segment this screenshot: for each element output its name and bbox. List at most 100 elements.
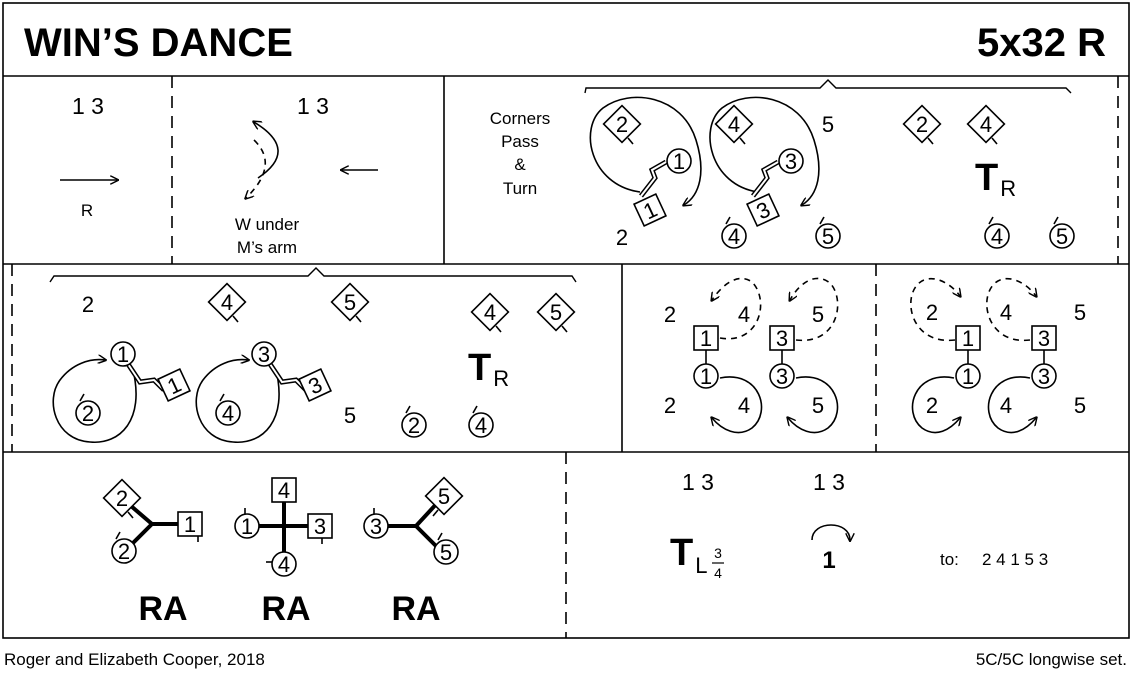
svg-text:2: 2 — [116, 486, 128, 511]
dancer-number: 4 — [1000, 300, 1012, 325]
formation-label: RA — [138, 590, 187, 628]
man-circle: 3 — [363, 508, 389, 539]
svg-text:4: 4 — [980, 112, 992, 137]
hand-connector — [125, 362, 166, 392]
dancer-number: 2 — [926, 393, 938, 418]
woman-square: 3 — [307, 513, 333, 544]
caption-line: Turn — [503, 179, 537, 198]
dance-title: WIN’S DANCE — [24, 21, 293, 65]
dancer-number: 4 — [738, 393, 750, 418]
svg-text:1: 1 — [700, 364, 712, 389]
woman-diamond: 4 — [470, 292, 510, 333]
final-order: 2 4 1 5 3 — [982, 550, 1048, 569]
dance-diagram: WIN’S DANCE 5x32 R 1 3 R 1 3 W under M’s… — [2, 2, 1130, 639]
woman-diamond: 4 — [207, 282, 247, 323]
man-circle: 3 — [778, 148, 804, 174]
bar3-cell: 2 4 5 4 5 1 — [49, 267, 577, 443]
direction-label: R — [81, 201, 93, 220]
svg-text:4: 4 — [278, 478, 290, 503]
man-circle: 1 — [110, 341, 136, 367]
phrase-brace — [584, 79, 1072, 94]
dancer-number: 2 — [616, 225, 628, 250]
hand-connector — [640, 161, 667, 197]
dashed-arrow-icon — [986, 278, 1036, 341]
svg-text:1: 1 — [241, 514, 253, 539]
svg-text:2: 2 — [118, 539, 130, 564]
svg-text:4: 4 — [221, 290, 233, 315]
formation-label: 5x32 R — [977, 21, 1106, 65]
woman-square: 1 — [177, 511, 203, 542]
svg-text:5: 5 — [438, 484, 450, 509]
cast-number: 1 — [822, 547, 835, 574]
phrase-brace — [49, 267, 577, 283]
bar2-cell: Corners Pass & Turn 2 4 2 — [490, 79, 1075, 250]
man-circle: 3 — [251, 341, 277, 367]
svg-text:3: 3 — [1038, 326, 1050, 351]
bar1-cell: 1 3 R 1 3 W under M’s arm — [60, 93, 378, 257]
svg-text:3: 3 — [314, 514, 326, 539]
woman-diamond: 2 — [602, 104, 642, 145]
dancer-number: 2 — [926, 300, 938, 325]
svg-text:3: 3 — [776, 326, 788, 351]
to-label: to: — [940, 550, 959, 569]
couples-label: 1 3 — [813, 469, 845, 495]
man-circle: 1 — [693, 363, 719, 389]
loop-arrow-icon — [712, 376, 763, 434]
dashed-arrow-icon — [712, 277, 762, 340]
loop-arrow-icon — [589, 96, 702, 205]
caption-line: W under — [235, 215, 300, 234]
svg-text:5: 5 — [440, 540, 452, 565]
woman-square: 1 — [693, 325, 719, 351]
dancer-number: 5 — [1074, 393, 1086, 418]
man-circle: 4 — [266, 551, 297, 577]
hand-connector — [267, 362, 308, 392]
svg-text:4: 4 — [728, 224, 740, 249]
svg-text:5: 5 — [344, 290, 356, 315]
dancer-number: 2 — [82, 292, 94, 317]
man-circle: 4 — [468, 405, 494, 438]
caption-line: Pass — [501, 132, 539, 151]
dashed-arrow-icon — [790, 277, 839, 341]
caption-line: Corners — [490, 109, 550, 128]
man-circle: 3 — [769, 363, 795, 389]
woman-diamond: 4 — [966, 104, 1006, 145]
woman-square: 1 — [955, 325, 981, 351]
turn-fraction-denominator: 4 — [714, 565, 722, 581]
woman-square: 3 — [769, 325, 795, 351]
svg-text:1: 1 — [700, 326, 712, 351]
man-circle: 4 — [215, 393, 241, 426]
bar4-cell: 2 4 5 1 3 1 3 2 4 5 2 4 5 — [664, 277, 1086, 434]
loop-arrow-icon — [911, 376, 960, 434]
svg-text:4: 4 — [728, 112, 740, 137]
dancer-number: 5 — [822, 112, 834, 137]
man-circle: 2 — [75, 393, 101, 426]
svg-text:3: 3 — [258, 342, 270, 367]
svg-text:3: 3 — [785, 149, 797, 174]
couples-label: 1 3 — [682, 469, 714, 495]
hand-connector — [127, 363, 165, 391]
woman-square: 3 — [1031, 325, 1057, 351]
loop-arrow-icon — [52, 360, 137, 443]
svg-text:5: 5 — [822, 224, 834, 249]
loop-arrow-icon — [987, 376, 1036, 434]
svg-text:4: 4 — [278, 552, 290, 577]
grid-lines — [2, 2, 1130, 639]
svg-text:2: 2 — [82, 401, 94, 426]
svg-text:4: 4 — [222, 401, 234, 426]
man-circle: 1 — [955, 363, 981, 389]
svg-text:2: 2 — [408, 413, 420, 438]
man-circle: 3 — [1031, 363, 1057, 389]
man-circle: 2 — [401, 405, 427, 438]
bar6-cell: 1 3 1 3 TL 3 4 1 to: 2 4 1 5 3 — [670, 469, 1048, 581]
dashed-arrow-icon — [910, 278, 960, 341]
woman-square: 1 — [156, 367, 192, 403]
cast-arrow-icon — [811, 524, 850, 540]
woman-square: 1 — [632, 192, 668, 228]
credit-text: Roger and Elizabeth Cooper, 2018 — [4, 650, 265, 669]
svg-text:4: 4 — [484, 300, 496, 325]
woman-diamond: 2 — [902, 104, 942, 145]
bar5-cell: 2 1 2 RA 4 1 3 — [102, 476, 464, 628]
woman-diamond: 2 — [102, 478, 142, 519]
curved-arrow-icon — [254, 122, 279, 179]
turn-label: TL — [670, 532, 707, 578]
